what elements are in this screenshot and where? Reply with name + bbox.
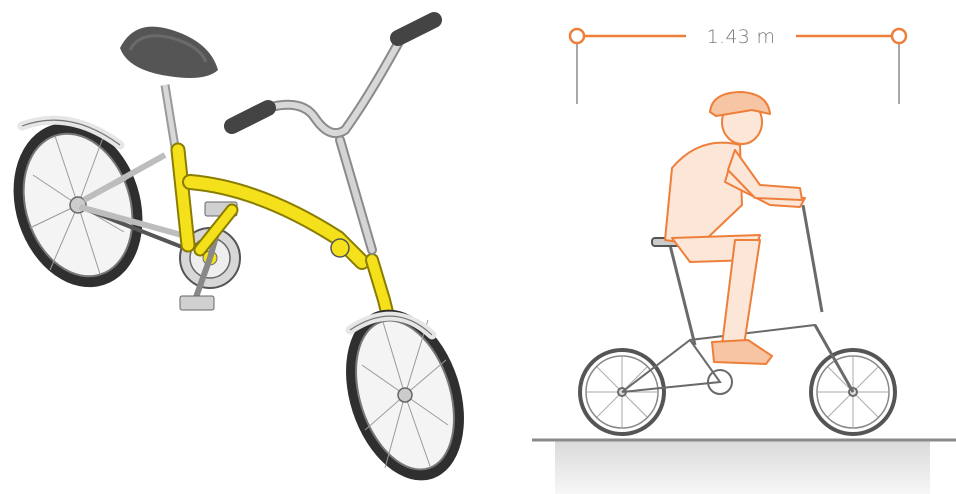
handlebars bbox=[232, 20, 434, 250]
front-wheel bbox=[325, 294, 484, 494]
ground bbox=[532, 440, 956, 494]
width-measurement-label: 1.43 m bbox=[707, 26, 776, 48]
yellow-bicycle-illustration bbox=[0, 20, 485, 494]
rider-shoe bbox=[712, 340, 772, 364]
helmet-icon bbox=[710, 92, 770, 116]
rider-figure bbox=[665, 92, 805, 364]
saddle bbox=[120, 27, 218, 178]
dimension-endpoint-left bbox=[570, 29, 584, 43]
dimension-endpoint-right bbox=[892, 29, 906, 43]
